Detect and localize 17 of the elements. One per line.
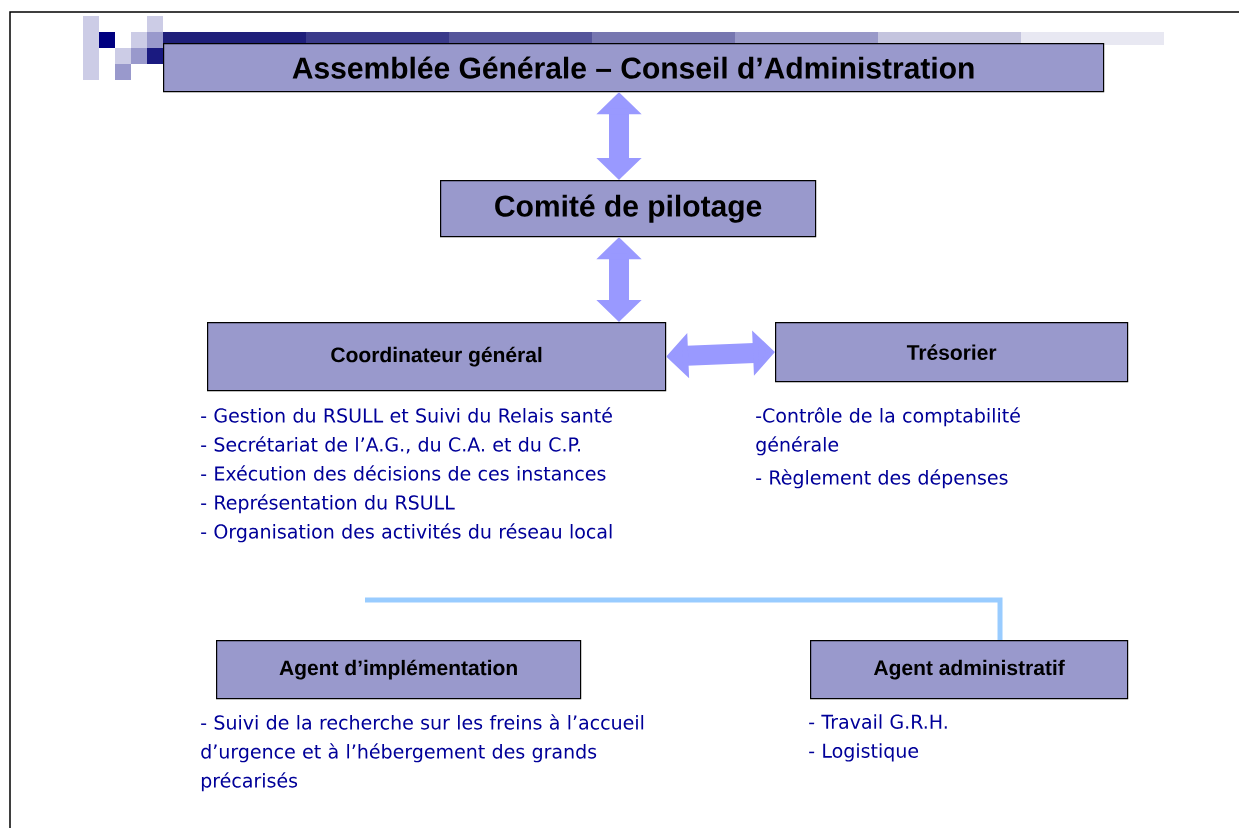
role-box: Trésorier (775, 322, 1129, 383)
role-box: Agent d’implémentation (216, 640, 582, 700)
bullet-text: - Suivi de la recherche sur les freins à l’accueil d’urgence et à l’hébergement des grands précarisés (201, 714, 644, 792)
bullet-text: - Exécution des décisions de ces instances (201, 465, 606, 481)
bullet-text: - Règlement des dépenses (756, 469, 1008, 489)
bullet-text: - Secrétariat de l’A.G., du C.A. et du C.P. (201, 436, 581, 454)
connector-line (365, 597, 1003, 640)
bullet-text: - Représentation du RSULL (201, 494, 455, 514)
role-box: Assemblée Générale – Conseil d’Administration (163, 43, 1105, 93)
role-box: Comité de pilotage (440, 180, 817, 238)
bullet-text: - Logistique (809, 743, 919, 762)
bullet-text: -Contrôle de la comptabilité générale (756, 407, 1020, 456)
bullet-text: - Organisation des activités du réseau local (201, 523, 612, 543)
bullet-text: - Gestion du RSULL et Suivi du Relais santé (201, 407, 612, 423)
role-box: Agent administratif (810, 640, 1129, 700)
role-box: Coordinateur général (207, 322, 667, 392)
bullet-text: - Travail G.R.H. (809, 714, 947, 729)
